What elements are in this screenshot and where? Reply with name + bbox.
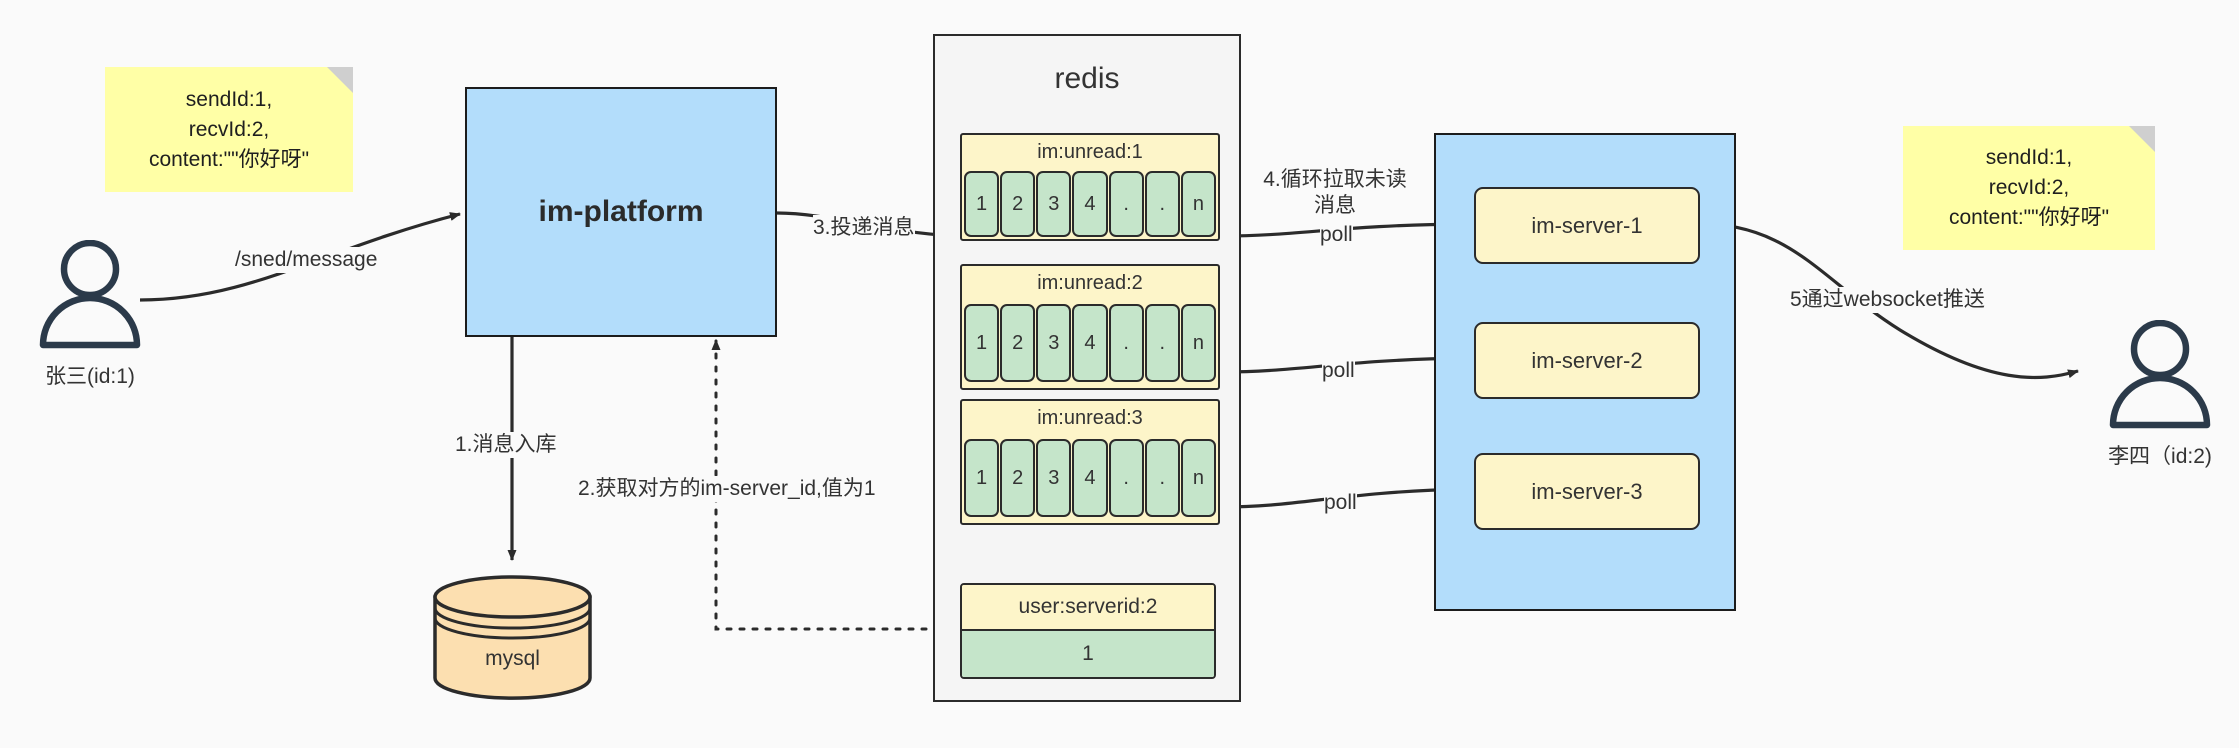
- redis-cell[interactable]: .: [1108, 439, 1144, 517]
- edge-label-poll-3: poll: [1324, 490, 1357, 516]
- redis-kv-block[interactable]: user:serverid:2 1: [960, 583, 1216, 679]
- node-im-server-2[interactable]: im-server-2: [1474, 322, 1700, 399]
- node-im-server-1[interactable]: im-server-1: [1474, 187, 1700, 264]
- node-im-server-3-label: im-server-3: [1531, 478, 1643, 504]
- redis-key-block-2[interactable]: im:unread:3 1 2 3 4 . . n: [960, 399, 1220, 525]
- redis-cell[interactable]: .: [1144, 439, 1180, 517]
- note-receiver-text: sendId:1, recvId:2, content:""你好呀": [1948, 146, 2110, 229]
- user-icon: [39, 239, 141, 349]
- redis-key-name: im:unread:3: [1037, 407, 1143, 429]
- edge-label-poll-2: poll: [1322, 358, 1355, 384]
- note-receiver-payload: sendId:1, recvId:2, content:""你好呀": [1903, 126, 2155, 250]
- redis-cell[interactable]: 3: [1036, 171, 1072, 237]
- edge-label-step3: 3.投递消息: [813, 215, 915, 241]
- redis-cell[interactable]: 2: [1000, 171, 1036, 237]
- redis-cell[interactable]: 3: [1036, 439, 1072, 517]
- redis-cell[interactable]: .: [1144, 171, 1180, 237]
- redis-cell[interactable]: 1: [964, 171, 1000, 237]
- redis-key-block-0[interactable]: im:unread:1 1 2 3 4 . . n: [960, 133, 1220, 241]
- database-icon: [433, 575, 592, 700]
- redis-cell[interactable]: .: [1108, 171, 1144, 237]
- redis-cell[interactable]: .: [1144, 304, 1180, 382]
- actor-receiver: [2095, 319, 2225, 455]
- redis-cell[interactable]: 4: [1072, 171, 1108, 237]
- node-im-platform-label: im-platform: [538, 195, 704, 228]
- edge-label-step4: 4.循环拉取未读消息: [1255, 167, 1415, 219]
- node-redis-label: redis: [1054, 62, 1120, 95]
- node-im-server-1-label: im-server-1: [1531, 212, 1643, 238]
- edge-label-poll-1: poll: [1320, 222, 1353, 248]
- redis-cell[interactable]: 2: [1000, 439, 1036, 517]
- node-im-platform[interactable]: im-platform: [465, 87, 777, 337]
- redis-cell[interactable]: 3: [1036, 304, 1072, 382]
- redis-cell[interactable]: .: [1108, 304, 1144, 382]
- edge-label-send-message: /sned/message: [235, 247, 378, 273]
- edge-label-step2: 2.获取对方的im-server_id,值为1: [578, 476, 876, 502]
- note-sender-text: sendId:1, recvId:2, content:""你好呀": [148, 87, 310, 171]
- redis-kv-key: user:serverid:2: [962, 585, 1214, 629]
- redis-cell[interactable]: 1: [964, 439, 1000, 517]
- actor-sender-label: 张三(id:1): [45, 365, 135, 388]
- user-icon: [2109, 319, 2211, 429]
- redis-key-name: im:unread:1: [1037, 141, 1143, 163]
- actor-sender: [25, 239, 155, 375]
- redis-cell[interactable]: n: [1180, 304, 1216, 382]
- node-mysql-label: mysql: [485, 647, 540, 670]
- redis-cell[interactable]: n: [1180, 171, 1216, 237]
- note-fold-icon: [2129, 126, 2155, 152]
- node-im-server-2-label: im-server-2: [1531, 347, 1643, 373]
- redis-key-block-1[interactable]: im:unread:2 1 2 3 4 . . n: [960, 264, 1220, 390]
- edge-label-step5: 5通过websocket推送: [1790, 287, 1985, 313]
- redis-cell[interactable]: 2: [1000, 304, 1036, 382]
- redis-cell-row: 1 2 3 4 . . n: [964, 304, 1216, 382]
- redis-kv-value: 1: [962, 629, 1214, 677]
- redis-cell-row: 1 2 3 4 . . n: [964, 439, 1216, 517]
- edge-label-step1: 1.消息入库: [455, 432, 557, 458]
- redis-cell[interactable]: 4: [1072, 439, 1108, 517]
- redis-key-name: im:unread:2: [1037, 272, 1143, 294]
- note-fold-icon: [327, 67, 353, 93]
- node-mysql[interactable]: mysql: [430, 575, 595, 700]
- redis-cell-row: 1 2 3 4 . . n: [964, 171, 1216, 237]
- redis-cell[interactable]: 4: [1072, 304, 1108, 382]
- actor-receiver-label: 李四（id:2): [2108, 445, 2212, 468]
- node-im-server-3[interactable]: im-server-3: [1474, 453, 1700, 530]
- note-sender-payload: sendId:1, recvId:2, content:""你好呀": [105, 67, 353, 192]
- redis-cell[interactable]: 1: [964, 304, 1000, 382]
- redis-cell[interactable]: n: [1180, 439, 1216, 517]
